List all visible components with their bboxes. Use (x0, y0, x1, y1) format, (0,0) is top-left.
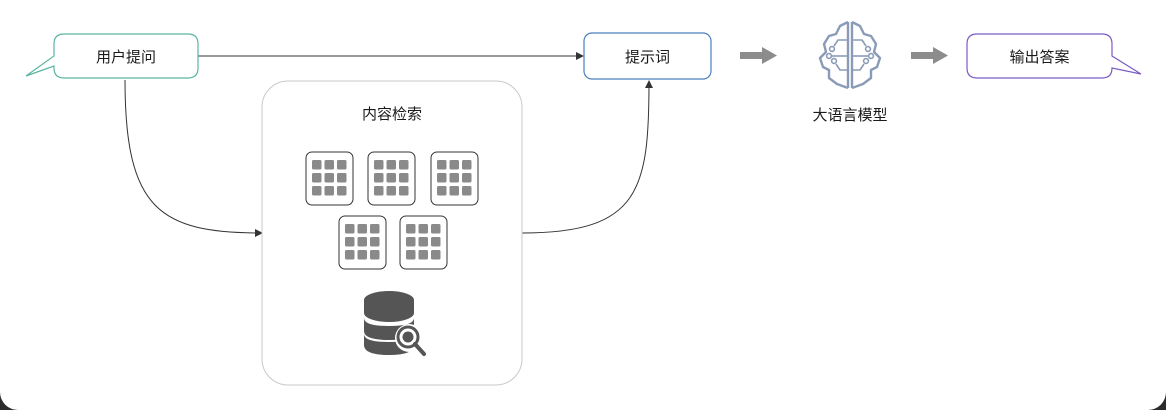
user-question-label: 用户提问 (95, 47, 156, 66)
document-grid-icon (367, 151, 416, 206)
brain-circuit-icon (818, 20, 882, 90)
right-arrow-icon (740, 47, 777, 64)
document-grid-icon (430, 151, 479, 206)
user-question-bubble (25, 33, 199, 79)
connector-retrieval-to-prompt (521, 80, 653, 234)
connector-question-to-retrieval (124, 79, 263, 237)
output-answer-label: 输出答案 (1009, 47, 1070, 66)
document-grid-icon (305, 151, 354, 206)
right-arrow-icon (911, 47, 948, 64)
database-search-icon (364, 291, 426, 356)
prompt-label: 提示词 (624, 47, 670, 66)
content-retrieval-title: 内容检索 (361, 105, 422, 123)
prompt-box (583, 32, 712, 80)
llm-label: 大语言模型 (812, 106, 888, 124)
output-answer-bubble (966, 33, 1142, 79)
document-grid-icon (399, 215, 448, 270)
document-grid-icon (338, 215, 387, 270)
